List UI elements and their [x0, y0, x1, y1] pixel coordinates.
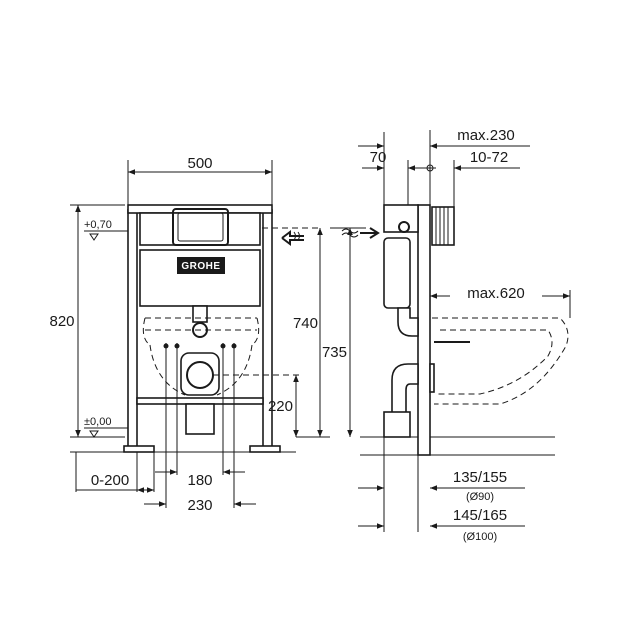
side-supply-valve [398, 221, 410, 233]
side-outlet-socket [429, 363, 435, 393]
front-view: GROHE 500 820 + [49, 155, 330, 514]
outlet-large-label: 145/165 [453, 507, 507, 524]
spacing-inner-label: 180 [187, 472, 212, 489]
side-water-supply-arrow-icon [360, 227, 380, 239]
frame-right-foot [249, 445, 281, 453]
level-top-triangle-icon [89, 233, 99, 241]
side-height-label: 735 [322, 344, 347, 361]
reference-point-icon [426, 164, 434, 172]
water-supply-wave-icon [293, 231, 300, 241]
frame-left-foot [123, 445, 155, 453]
side-drain-pipe [383, 411, 411, 438]
bowl-outline-lower [149, 344, 253, 396]
outlet-small-label: 135/155 [453, 469, 507, 486]
side-wall [417, 204, 431, 456]
drain-pipe [185, 403, 215, 435]
outlet-large-diameter: (Ø100) [463, 531, 497, 543]
cistern-top [139, 212, 261, 246]
side-wall-bracket [431, 206, 455, 246]
actuation-plate-inner [177, 212, 224, 242]
outlet-height-label: 220 [268, 398, 293, 415]
level-floor-triangle-icon [89, 430, 99, 438]
height-label: 820 [49, 313, 74, 330]
flush-pipe [192, 305, 208, 323]
outlet-small-diameter: (Ø90) [466, 491, 494, 503]
water-supply-arrow-icon [281, 230, 304, 246]
side-flush-elbow [397, 307, 419, 337]
offset-label: 0-200 [91, 472, 129, 489]
bowl-outline-dashed [142, 317, 260, 346]
wall-depth-label: 70 [370, 149, 387, 166]
depth-max-label: max.230 [457, 127, 515, 144]
spacing-outer-label: 230 [187, 497, 212, 514]
frame-left-post [127, 209, 138, 451]
frame-lower-rail [136, 397, 264, 405]
adjust-label: 10-72 [470, 149, 508, 166]
side-cistern-top [383, 204, 419, 233]
actuation-plate [172, 208, 229, 246]
supply-height-label: 740 [293, 315, 318, 332]
side-cistern-body [383, 237, 411, 309]
level-top-label: +0,70 [84, 219, 112, 231]
side-view: max.230 70 10-72 735 max.620 135/155 (Ø9… [322, 127, 571, 543]
bowl-projection-label: max.620 [467, 285, 525, 302]
level-floor-label: ±0,00 [84, 416, 111, 428]
side-bowl-outline [432, 317, 569, 405]
side-bowl-inner-outline [436, 329, 553, 395]
width-label: 500 [187, 155, 212, 172]
grohe-logo-badge [177, 257, 225, 274]
grohe-logo: GROHE [181, 261, 220, 272]
